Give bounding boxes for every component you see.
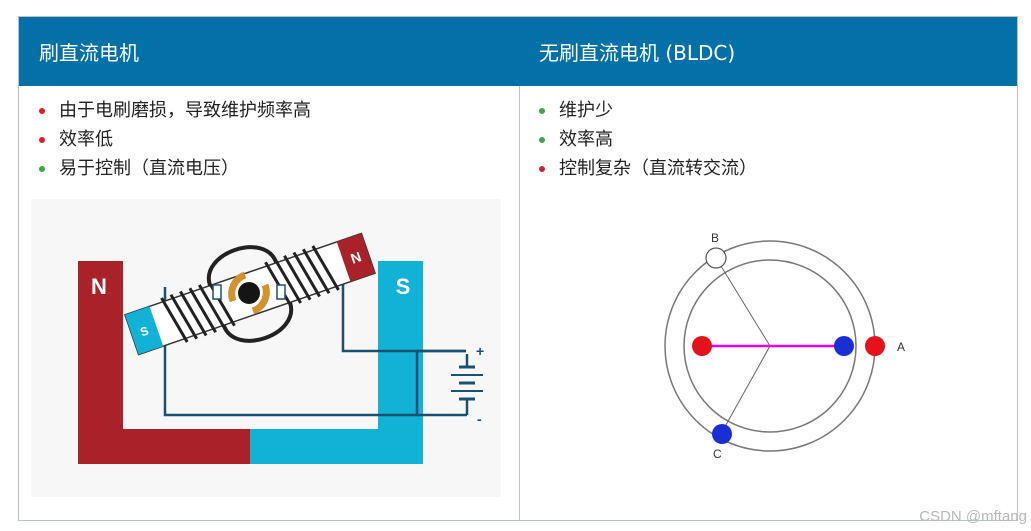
- bullet-red: [539, 165, 545, 172]
- list-item: 控制复杂（直流转交流）: [539, 154, 1017, 183]
- watermark: CSDN @mftang: [919, 508, 1027, 525]
- label-a: A: [897, 340, 905, 354]
- bullet-red: [39, 107, 45, 114]
- bullet-red: [39, 136, 45, 143]
- coil-a: [865, 336, 885, 356]
- brushed-motor-diagram: N S + - S: [31, 199, 501, 497]
- battery-icon: [417, 354, 483, 417]
- magnet-south: [250, 261, 423, 464]
- brushed-dc-column: 刷直流电机 由于电刷磨损，导致维护频率高 效率低 易于控制（直流电压） N S: [19, 17, 520, 520]
- rotor-pole-blue: [834, 336, 854, 356]
- brushed-dc-header: 刷直流电机: [19, 17, 519, 86]
- list-item: 效率低: [39, 125, 519, 154]
- battery-plus-label: +: [476, 343, 484, 359]
- bldc-list: 维护少 效率高 控制复杂（直流转交流）: [519, 86, 1017, 183]
- phase-line-b: [715, 257, 771, 347]
- bullet-green: [39, 165, 45, 172]
- bldc-column: 无刷直流电机 (BLDC) 维护少 效率高 控制复杂（直流转交流） B A C: [519, 17, 1017, 520]
- circuit-wire-top: [341, 282, 466, 353]
- winding-loop-bottom: [221, 301, 294, 343]
- battery-minus-label: -: [477, 411, 482, 427]
- list-item: 效率高: [539, 125, 1017, 154]
- stator-inner-ring: [683, 259, 857, 433]
- magnet-north-label: N: [91, 274, 107, 299]
- bullet-green: [539, 136, 545, 143]
- magnet-north: [78, 261, 250, 464]
- commutator: [212, 271, 286, 315]
- bldc-motor-diagram: B A C: [664, 231, 905, 461]
- rotor-end-north: [336, 233, 376, 282]
- coil-c: [712, 424, 732, 444]
- comparison-table: 刷直流电机 由于电刷磨损，导致维护频率高 效率低 易于控制（直流电压） N S: [18, 16, 1018, 521]
- list-item: 维护少: [539, 96, 1017, 125]
- coil-b: [705, 247, 727, 269]
- brush-right: [276, 284, 286, 300]
- label-c: C: [713, 447, 722, 461]
- label-b: B: [711, 231, 719, 245]
- bldc-header: 无刷直流电机 (BLDC): [519, 17, 1017, 86]
- brushed-dc-title: 刷直流电机: [39, 41, 139, 65]
- magnet-south-label: S: [396, 274, 411, 299]
- phase-line-c: [721, 345, 771, 433]
- rotor-north-label: N: [349, 248, 364, 266]
- brush-left: [212, 284, 222, 300]
- brushed-dc-list: 由于电刷磨损，导致维护频率高 效率低 易于控制（直流电压）: [19, 86, 519, 183]
- list-item: 由于电刷磨损，导致维护频率高: [39, 96, 519, 125]
- rotor-pole-red: [692, 336, 712, 356]
- bullet-green: [539, 107, 545, 114]
- winding-loop-top: [206, 245, 279, 287]
- bldc-title: 无刷直流电机 (BLDC): [539, 41, 736, 65]
- armature-winding-right: [264, 245, 340, 308]
- rotor-end-south: [124, 306, 164, 355]
- list-item: 易于控制（直流电压）: [39, 154, 519, 183]
